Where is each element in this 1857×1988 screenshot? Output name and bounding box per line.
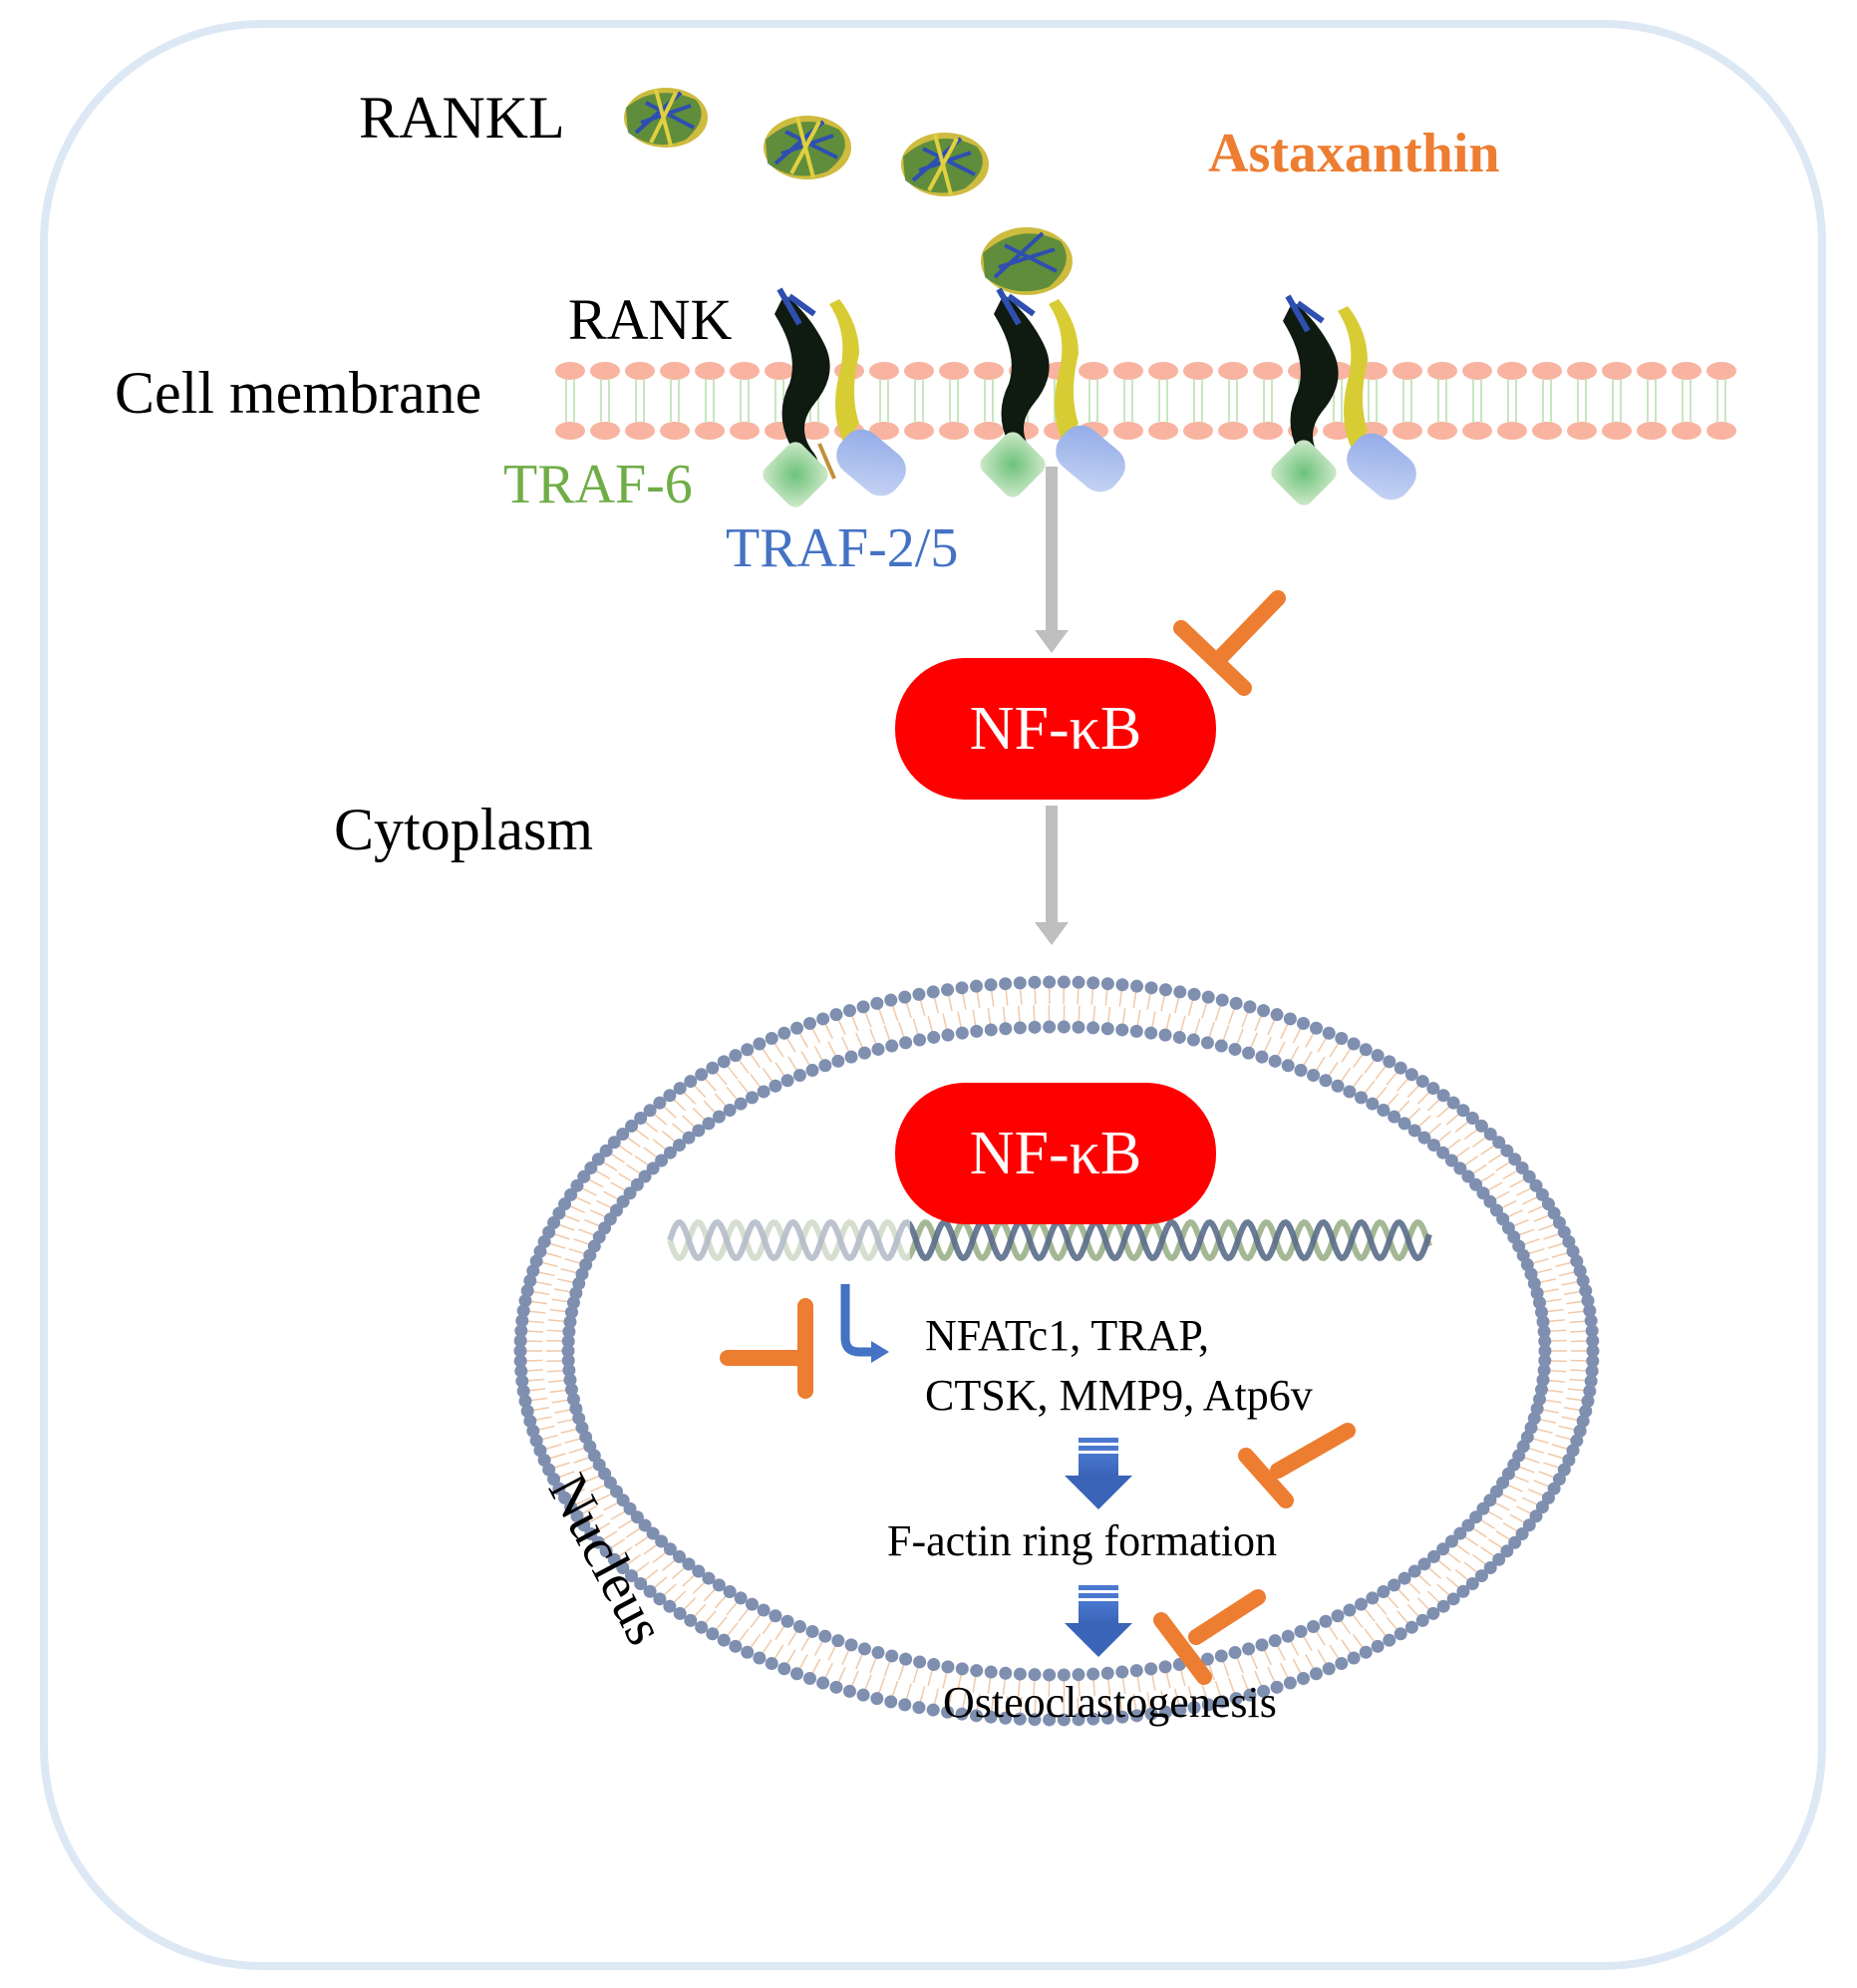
rank-receptor-icon (1283, 294, 1368, 486)
rank-receptor-icon (994, 287, 1079, 479)
rankl-ligand-icon (764, 116, 851, 179)
translocation-arrow-down (1035, 806, 1069, 945)
nfkb-cytoplasm-node: NF-κB (895, 658, 1216, 800)
inhibition-tbar-icon (1173, 590, 1286, 696)
nfkb-cytoplasm-label: NF-κB (969, 694, 1142, 763)
traf25-icon (836, 429, 906, 497)
rankl-bound-icon (981, 227, 1073, 295)
inhibition-tbar-icon (1238, 1423, 1356, 1508)
traf6-icon (980, 432, 1046, 497)
cell-boundary (40, 20, 1826, 1970)
nfkb-nucleus-node: NF-κB (895, 1083, 1216, 1224)
transcription-start-arrow-icon (840, 1284, 873, 1357)
inhibition-tbar-icon (720, 1298, 813, 1399)
cytoplasm-label: Cytoplasm (334, 797, 594, 862)
rank-label: RANK (568, 287, 733, 352)
rankl-ligand-icon (624, 88, 708, 148)
inhibition-tbar-icon (1153, 1589, 1266, 1685)
traf25-label: TRAF-2/5 (726, 517, 959, 579)
dna-helix-icon (666, 1214, 1432, 1266)
factin-label: F-actin ring formation (887, 1516, 1278, 1565)
traf6-label: TRAF-6 (503, 454, 693, 515)
flow-arrow-down-icon (1065, 1585, 1132, 1657)
traf25-icon (1056, 425, 1125, 493)
flow-arrow-down-icon (1065, 1438, 1132, 1509)
traf25-icon (1347, 433, 1416, 500)
cell-membrane-bilayer (555, 362, 1736, 440)
osteoclastogenesis-label: Osteoclastogenesis (943, 1678, 1277, 1727)
traf6-icon (1271, 440, 1337, 505)
nfkb-nucleus-label: NF-κB (969, 1119, 1142, 1187)
traf6-icon (763, 442, 828, 507)
cell-membrane-label: Cell membrane (115, 360, 482, 426)
rank-receptor-icon (774, 287, 859, 480)
rankl-label: RANKL (359, 85, 565, 151)
nucleus-envelope (513, 975, 1600, 1727)
astaxanthin-label: Astaxanthin (1208, 123, 1500, 184)
signal-arrow-down (1035, 467, 1069, 653)
genes-label-line1: NFATc1, TRAP, (925, 1311, 1210, 1360)
genes-label-line2: CTSK, MMP9, Atp6v (925, 1371, 1313, 1420)
rankl-ligand-icon (901, 133, 989, 196)
